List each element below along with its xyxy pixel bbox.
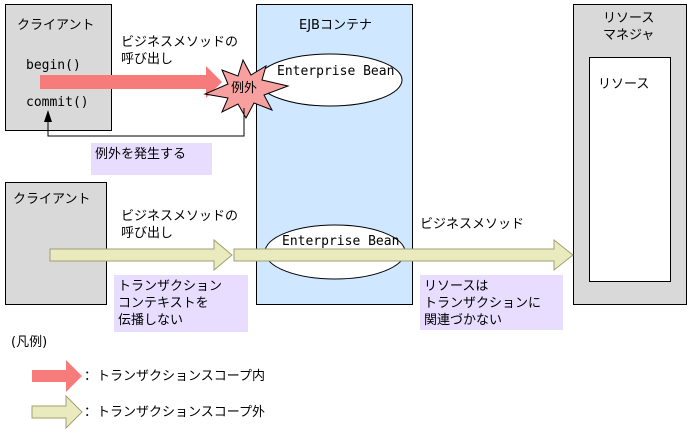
in-scope-arrow-top	[40, 66, 222, 98]
exception-return-line	[47, 108, 245, 137]
bean-top-label: Enterprise Bean	[277, 64, 395, 79]
exception-burst	[203, 58, 290, 120]
no-propagate-line1: トランザクション	[118, 279, 223, 294]
call-bottom-line1: ビジネスメソッドの	[121, 209, 239, 224]
commit-call: commit()	[26, 95, 89, 110]
resource-manager-title-2: マネジャ	[603, 28, 655, 43]
no-propagate-line3: 伝播しない	[118, 313, 184, 328]
begin-call: begin()	[26, 58, 81, 73]
exception-note-text: 例外を発生する	[95, 147, 187, 162]
call-bottom-line2: 呼び出し	[121, 226, 174, 241]
legend-title: (凡例)	[11, 335, 48, 350]
bean-bottom-label: Enterprise Bean	[282, 234, 400, 249]
resource-box	[589, 57, 671, 282]
call-top-line2: 呼び出し	[121, 52, 174, 67]
client-top-title: クライアント	[17, 18, 95, 33]
no-propagate-line2: コンテキストを	[118, 296, 209, 311]
client-bottom-box	[5, 182, 107, 305]
container-title: EJBコンテナ	[299, 18, 372, 33]
out-scope-arrow-1	[49, 238, 233, 272]
business-method-label: ビジネスメソッド	[420, 217, 525, 232]
not-related-line3: 関連づかない	[424, 313, 503, 328]
client-top-box	[5, 4, 112, 131]
exception-return-arrowhead	[44, 110, 52, 122]
legend-in-scope-label: ：トランザクションスコープ内	[84, 369, 265, 384]
resource-manager-title-1: リソース	[603, 11, 655, 26]
client-bottom-title: クライアント	[13, 192, 91, 207]
resource-label: リソース	[598, 77, 650, 92]
legend-out-scope-arrow	[31, 394, 83, 430]
no-propagate-note: トランザクション コンテキストを 伝播しない	[114, 275, 248, 332]
exception-note: 例外を発生する	[91, 143, 212, 175]
not-related-note: リソースは トランザクションに 関連づかない	[420, 275, 563, 330]
call-top-line1: ビジネスメソッドの	[121, 35, 239, 50]
not-related-line2: トランザクションに	[424, 296, 542, 311]
out-scope-arrow-2	[233, 238, 574, 272]
bean-top-ellipse	[257, 53, 403, 107]
legend-in-scope-arrow	[32, 360, 82, 392]
not-related-line1: リソースは	[424, 279, 489, 294]
exception-burst-label: 例外	[231, 81, 258, 96]
legend-out-scope-label: ：トランザクションスコープ外	[84, 405, 265, 420]
